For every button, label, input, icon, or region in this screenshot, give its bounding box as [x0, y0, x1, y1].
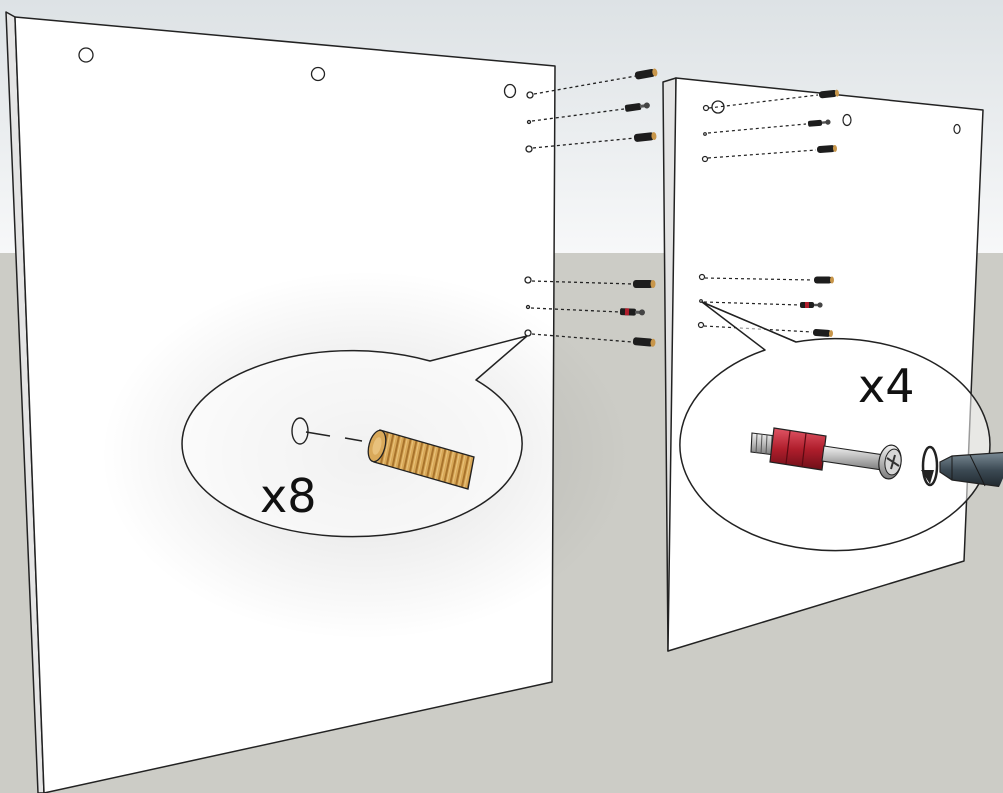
cam-bolt-count-label: x4 [858, 359, 915, 413]
dash-guide [704, 277, 814, 281]
panel-hole [953, 123, 961, 135]
insert-hole [526, 119, 532, 125]
cam-bolt-small [807, 119, 831, 127]
left-fastener-group [524, 75, 637, 343]
dowel-small [633, 132, 657, 142]
panel-hole [842, 113, 852, 127]
dowel-callout: x8 [181, 335, 528, 538]
insert-hole [524, 276, 532, 284]
insert-hole [701, 155, 709, 163]
dowel-small [812, 329, 833, 338]
callout-bubble [679, 301, 991, 552]
insert-hole [702, 104, 710, 112]
panel-hole [503, 83, 517, 99]
panel-hole [78, 47, 94, 63]
dash-guide [531, 333, 633, 343]
insert-hole [525, 304, 531, 310]
dash-guide [707, 123, 807, 134]
insert-hole [698, 273, 706, 281]
dash-guide [708, 94, 819, 109]
panel-hole [711, 100, 725, 114]
insert-hole [526, 91, 534, 99]
dash-guide [305, 431, 331, 437]
dowel-small [632, 337, 656, 347]
callout-bubble [181, 335, 528, 538]
dash-guide [703, 301, 801, 306]
cam-bolt-small [619, 308, 645, 316]
dash-guide [530, 307, 621, 313]
dash-guide [344, 437, 363, 442]
dash-guide [531, 280, 634, 285]
panel-hole [310, 66, 326, 82]
dowel-hole [291, 417, 309, 445]
cam-bolt-small [800, 302, 823, 308]
dash-guide [707, 149, 817, 159]
dash-guide [533, 75, 637, 95]
left-panel-edge [5, 11, 45, 793]
screwdriver [939, 451, 1003, 489]
dowel-count-label: x8 [260, 469, 317, 523]
dash-guide [532, 137, 636, 149]
dowel-small [816, 144, 837, 153]
callout-pointer [701, 301, 797, 343]
dowel-small [633, 280, 656, 288]
dowel-small [634, 68, 658, 80]
insert-hole [703, 132, 707, 136]
cam-bolt-small [624, 102, 650, 112]
cam-bolt-callout: x4 [679, 301, 1003, 552]
insert-hole [525, 145, 533, 153]
dowel-small [814, 276, 834, 284]
insert-hole [697, 321, 705, 329]
insert-hole [699, 299, 703, 303]
insert-hole [524, 329, 532, 337]
wooden-dowel [367, 429, 475, 490]
cam-bolt [750, 427, 902, 480]
dowel-small [818, 89, 839, 99]
rotate-arrow-icon [921, 445, 939, 487]
